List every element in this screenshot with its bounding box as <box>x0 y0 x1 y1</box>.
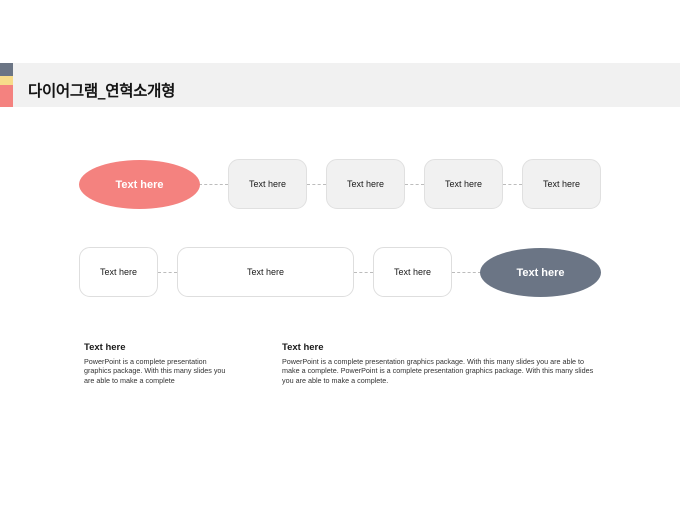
title-bar <box>0 63 680 107</box>
text-block-heading: Text here <box>282 342 324 353</box>
connector <box>503 184 522 185</box>
text-block-heading: Text here <box>84 342 126 353</box>
diagram-node: Text here <box>373 247 452 297</box>
title-accent-pink <box>0 85 13 107</box>
connector <box>307 184 326 185</box>
diagram-node-end: Text here <box>480 248 601 297</box>
connector <box>354 272 373 273</box>
connector <box>158 272 177 273</box>
text-block-body: PowerPoint is a complete presentation gr… <box>84 357 226 385</box>
diagram-node: Text here <box>79 247 158 297</box>
connector <box>452 272 481 273</box>
diagram-node-wide: Text here <box>177 247 354 297</box>
title-accent-yellow <box>0 76 13 85</box>
diagram-node: Text here <box>424 159 503 209</box>
title-accent-slate <box>0 63 13 76</box>
diagram-node-start: Text here <box>79 160 200 209</box>
diagram-node: Text here <box>326 159 405 209</box>
connector <box>199 184 228 185</box>
text-block-body: PowerPoint is a complete presentation gr… <box>282 357 594 385</box>
page-title: 다이어그램_연혁소개형 <box>28 82 176 100</box>
connector <box>405 184 424 185</box>
text-block-left: Text here PowerPoint is a complete prese… <box>84 342 234 385</box>
diagram-node: Text here <box>522 159 601 209</box>
diagram-node: Text here <box>228 159 307 209</box>
text-block-right: Text here PowerPoint is a complete prese… <box>282 342 600 385</box>
